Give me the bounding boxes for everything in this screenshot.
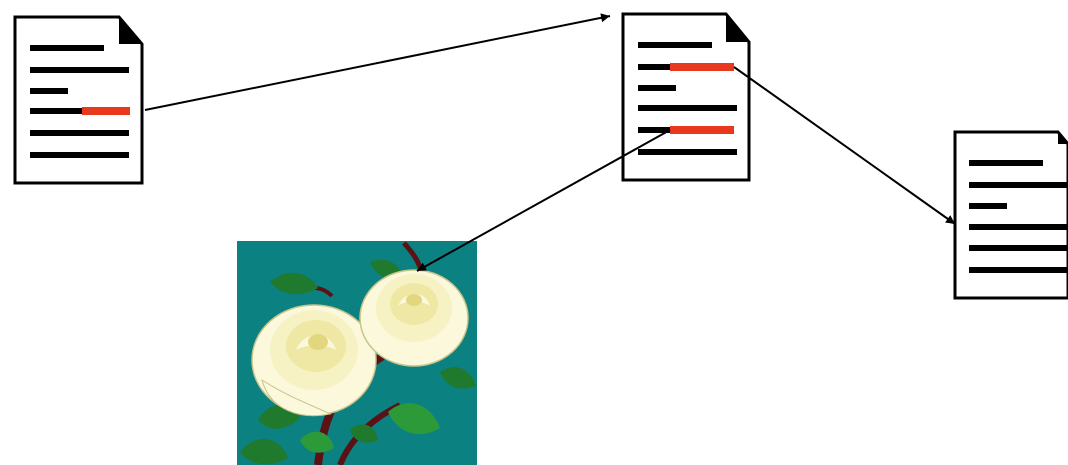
link-highlight <box>82 107 130 115</box>
link-highlight <box>670 63 734 71</box>
document-icon-c <box>953 130 1068 300</box>
link-arrow-a-to-b <box>144 13 611 111</box>
link-arrow-b-to-image <box>416 129 671 272</box>
document-icon-b <box>621 12 751 182</box>
white-roses-image <box>237 241 477 465</box>
document-icon-a <box>13 15 144 185</box>
link-arrow-b-to-c <box>733 66 956 225</box>
link-highlight <box>670 126 734 134</box>
